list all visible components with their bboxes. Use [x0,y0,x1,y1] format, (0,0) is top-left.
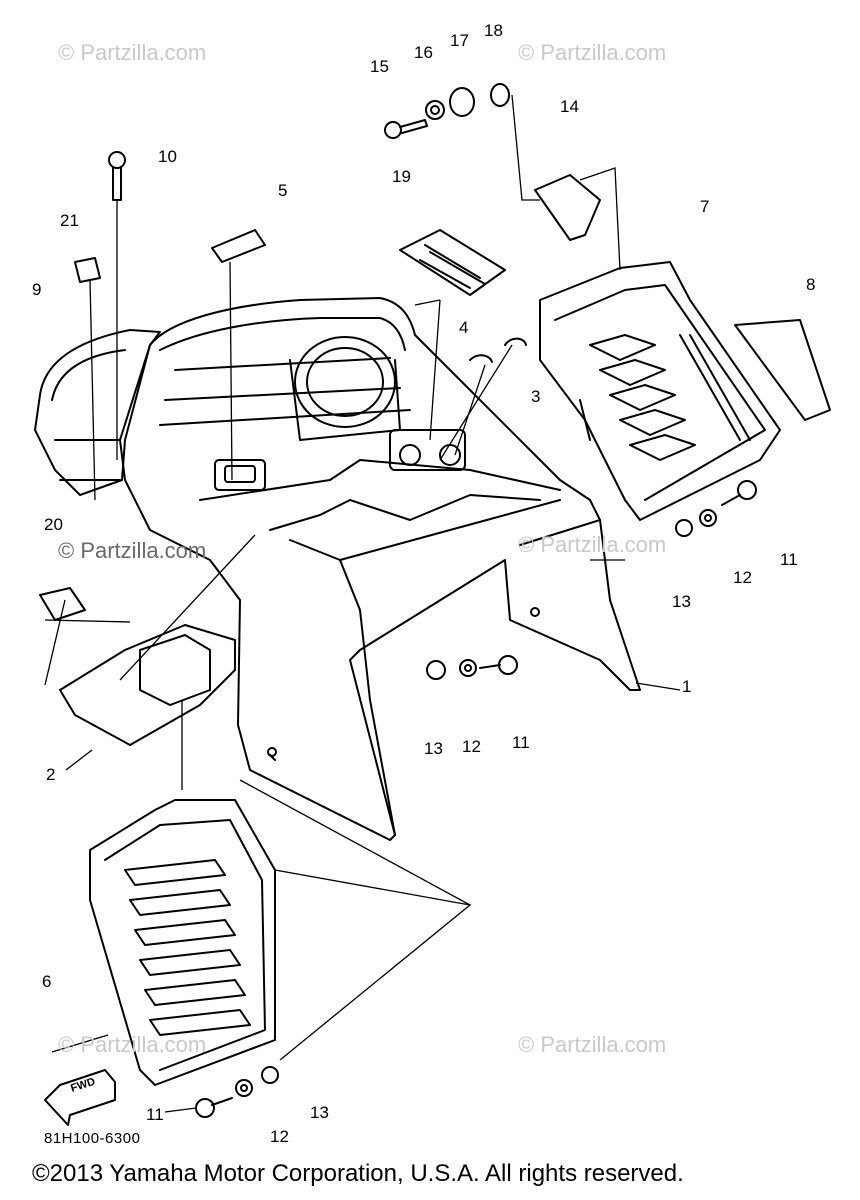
callout-20: 20 [44,515,63,534]
callout-7: 7 [700,197,709,216]
callout-11-right: 11 [780,550,798,569]
bracket-part-2 [59,624,236,746]
callout-19: 19 [392,167,411,186]
leader-lines [44,94,681,1113]
callout-13-bottom: 13 [310,1103,329,1122]
callout-13-right: 13 [672,592,691,611]
callout-16: 16 [414,43,433,62]
callout-9: 9 [32,280,41,299]
pad-part-8 [734,319,831,421]
fastener-set-top [384,83,510,139]
clip-part-3 [504,337,527,346]
watermark: © Partzilla.com [518,1032,667,1057]
watermark: © Partzilla.com [58,1032,207,1057]
callout-18: 18 [484,21,503,40]
bolt-part-10 [108,151,126,201]
callout-1: 1 [682,677,691,696]
clip-part-4 [469,354,493,363]
watermark: © Partzilla.com [518,40,667,65]
piece-part-21 [74,257,101,283]
callout-3: 3 [531,387,540,406]
callout-4: 4 [459,318,468,337]
callout-15: 15 [370,57,389,76]
watermark: © Partzilla.com [58,538,207,563]
right-vent-panel [539,261,781,521]
watermark: © Partzilla.com [518,532,667,557]
fwd-arrow [44,1069,116,1126]
fasteners-right [675,480,757,537]
bracket-part-14 [534,174,601,241]
callout-12-right: 12 [733,568,752,587]
side-panel-left [34,329,161,496]
label-part-19 [399,229,506,296]
callout-6: 6 [42,972,51,991]
fasteners-middle [426,655,518,680]
front-cowl-body [119,297,641,841]
callout-14: 14 [560,97,579,116]
callout-10: 10 [158,147,177,166]
watermark: © Partzilla.com [58,40,207,65]
callout-2: 2 [46,765,55,784]
callout-17: 17 [450,31,469,50]
callout-5: 5 [278,181,287,200]
callout-11-bottom: 11 [146,1105,164,1124]
piece-part-20 [39,587,86,621]
callout-12-bottom: 12 [270,1127,289,1146]
callout-13-middle: 13 [424,739,443,758]
clip-part-5 [211,229,266,263]
callout-labels: 1 2 3 4 5 6 7 8 9 10 11 11 11 12 12 12 1… [32,21,815,1146]
callout-21: 21 [60,211,79,230]
callout-12-middle: 12 [462,737,481,756]
lower-vent-panel [89,799,276,1086]
fasteners-bottom [195,1066,279,1118]
diagram-code: 81H100-6300 [44,1130,141,1147]
copyright-notice: ©2013 Yamaha Motor Corporation, U.S.A. A… [32,1160,684,1187]
callout-11-middle: 11 [512,733,530,752]
callout-8: 8 [806,275,815,294]
fwd-label: FWD [69,1076,97,1095]
